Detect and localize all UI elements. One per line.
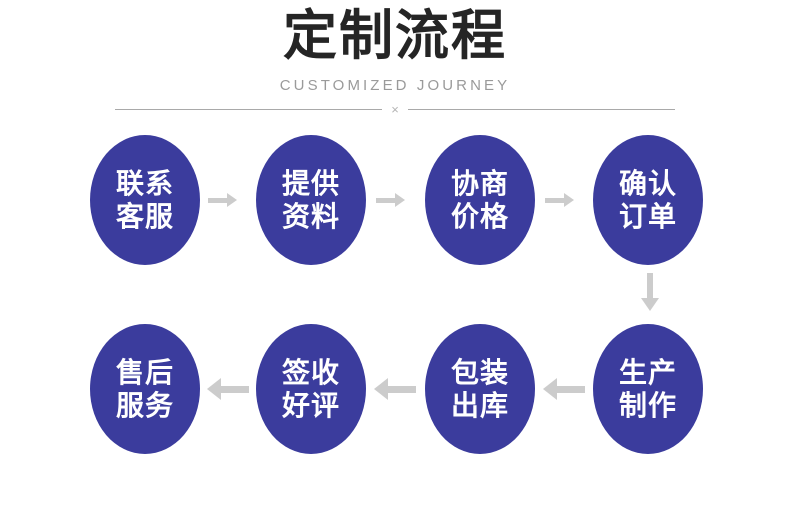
arrow-right-icon — [545, 187, 574, 213]
flow-node-label-line2: 订单 — [618, 201, 677, 232]
flow-row-bottom: 售后 服务 签收 好评 包装 出库 生产 制作 — [0, 324, 790, 454]
arrow-left-icon — [207, 376, 249, 402]
flow-node-production[interactable]: 生产 制作 — [593, 324, 703, 454]
arrow-head — [543, 378, 557, 400]
flow-node-label-line1: 联系 — [115, 168, 174, 199]
flow-node-label-line2: 服务 — [115, 390, 174, 421]
page-subtitle: CUSTOMIZED JOURNEY — [279, 77, 511, 94]
arrow-down-icon — [641, 273, 659, 313]
flow-node-label-line2: 资料 — [281, 201, 340, 232]
flow-row-top: 联系 客服 提供 资料 协商 价格 确认 订单 — [0, 135, 790, 265]
flow-node-label-line1: 售后 — [115, 357, 174, 388]
flow-node-provide-materials[interactable]: 提供 资料 — [256, 135, 366, 265]
page-header: 定制流程 CUSTOMIZED JOURNEY × — [0, 0, 790, 130]
arrow-head — [641, 298, 659, 311]
flow-node-label-line2: 价格 — [450, 201, 509, 232]
flow-node-after-sales-service[interactable]: 售后 服务 — [90, 324, 200, 454]
arrow-stem — [545, 197, 564, 203]
arrow-head — [227, 193, 237, 207]
flow-node-sign-and-review[interactable]: 签收 好评 — [256, 324, 366, 454]
flow-node-contact-service[interactable]: 联系 客服 — [90, 135, 200, 265]
arrow-stem — [388, 385, 416, 393]
arrow-stem — [208, 197, 227, 203]
flow-node-confirm-order[interactable]: 确认 订单 — [593, 135, 703, 265]
flow-node-label-line1: 确认 — [618, 168, 677, 199]
divider-rule-right — [407, 108, 675, 110]
arrow-head — [564, 193, 574, 207]
divider-cross-icon: × — [391, 101, 399, 117]
arrow-head — [207, 378, 221, 400]
arrow-stem — [557, 385, 585, 393]
arrow-head — [374, 378, 388, 400]
arrow-head — [395, 193, 405, 207]
flow-node-negotiate-price[interactable]: 协商 价格 — [425, 135, 535, 265]
arrow-right-icon — [208, 187, 237, 213]
flow-node-label-line1: 提供 — [281, 168, 340, 199]
arrow-stem — [647, 273, 653, 298]
arrow-left-icon — [543, 376, 585, 402]
arrow-stem — [221, 385, 249, 393]
flow-node-label-line2: 出库 — [450, 390, 509, 421]
arrow-stem — [376, 197, 395, 203]
arrow-right-icon — [376, 187, 405, 213]
flow-node-label-line1: 协商 — [450, 168, 509, 199]
flow-node-packaging-shipping[interactable]: 包装 出库 — [425, 324, 535, 454]
divider-rule-left — [115, 108, 383, 110]
arrow-left-icon — [374, 376, 416, 402]
page-title: 定制流程 — [283, 6, 507, 66]
flow-node-label-line1: 签收 — [281, 357, 340, 388]
flow-node-label-line2: 制作 — [618, 390, 677, 421]
flow-node-label-line1: 包装 — [450, 357, 509, 388]
flow-node-label-line2: 好评 — [281, 390, 340, 421]
flow-node-label-line1: 生产 — [618, 357, 677, 388]
flow-node-label-line2: 客服 — [115, 201, 174, 232]
divider: × — [115, 100, 675, 118]
